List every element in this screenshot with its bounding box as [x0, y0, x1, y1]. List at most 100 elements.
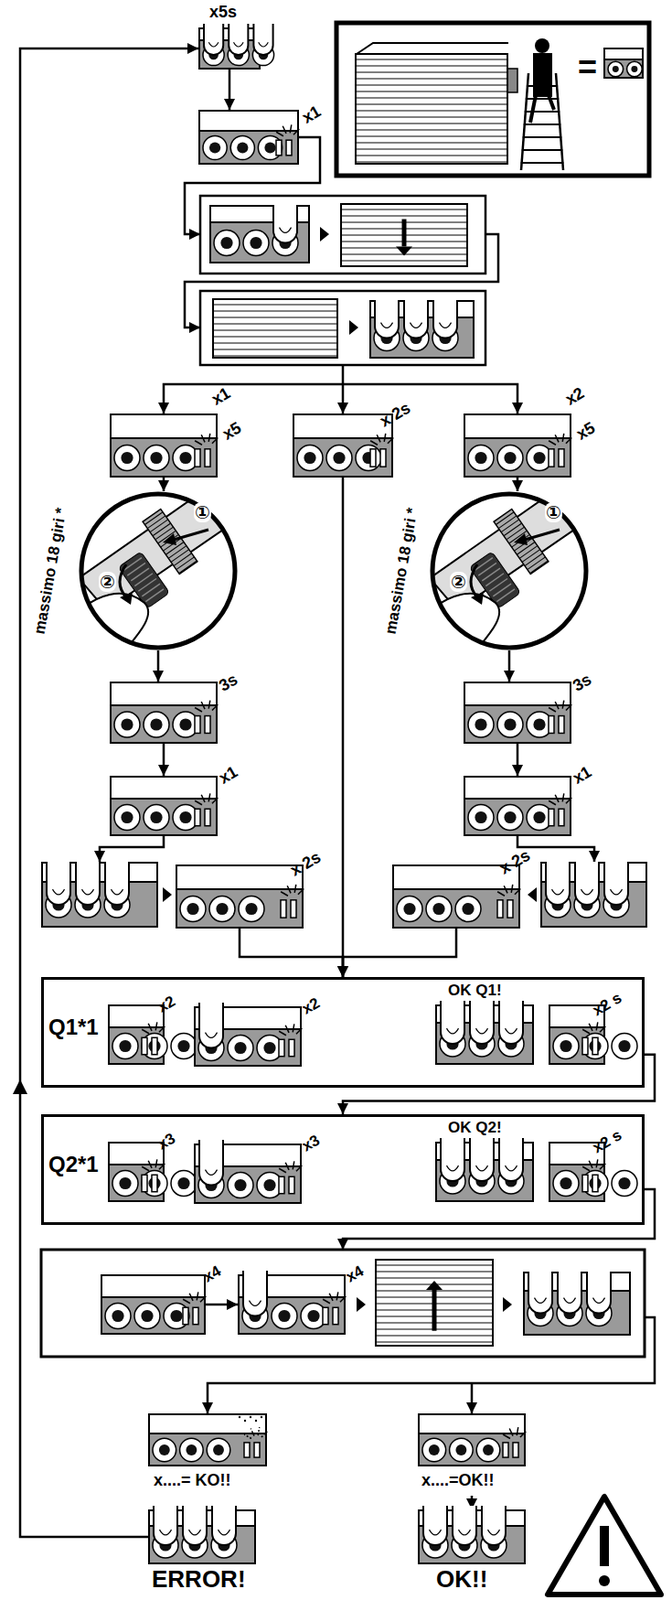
- garage-door: [355, 91, 508, 93]
- panel-drawing: [134, 1302, 160, 1329]
- panel-drawing: [599, 1162, 606, 1169]
- door-closing: [402, 219, 407, 247]
- panel-drawing: [533, 451, 545, 464]
- panel-drawing: [288, 1038, 295, 1056]
- panel-drawing: [476, 1164, 489, 1171]
- panel-drawing: [530, 560, 549, 574]
- panel-drawing: [476, 1027, 489, 1034]
- panel-drawing: [215, 902, 228, 915]
- panel-drawing: [562, 433, 565, 442]
- door-closed: [213, 323, 338, 325]
- panel-drawing: [173, 553, 192, 566]
- panel-drawing: [280, 899, 287, 918]
- panel-drawing: [182, 1504, 207, 1545]
- panel-drawing: [488, 1528, 501, 1535]
- keypad-press: [586, 1267, 611, 1313]
- panel-drawing: [152, 1437, 177, 1462]
- panel-drawing: [212, 704, 218, 710]
- panel-drawing: [200, 1295, 206, 1302]
- control-panel: x3: [193, 1142, 302, 1204]
- panel-drawing: [142, 508, 198, 574]
- panel-drawing: [516, 1426, 519, 1435]
- door-closed: [213, 298, 338, 358]
- panel-drawing: [322, 1298, 331, 1303]
- control-panel: 3s: [109, 681, 218, 744]
- panel-drawing: [194, 715, 201, 734]
- panel-drawing: [497, 891, 505, 896]
- panel-drawing: [42, 978, 644, 1087]
- panel-drawing: [170, 1033, 197, 1059]
- control-panel: 3s: [463, 681, 572, 744]
- panel-drawing: [611, 1033, 638, 1059]
- panel-drawing: [141, 1173, 148, 1191]
- keypad-press: [381, 322, 394, 329]
- panel-drawing: [276, 139, 282, 156]
- keypad-press: [534, 1297, 547, 1303]
- panel-drawing: [474, 451, 487, 464]
- panel-drawing: [212, 797, 218, 803]
- panel-drawing: [186, 902, 199, 915]
- panel-drawing: [455, 896, 481, 922]
- panel-drawing: [429, 481, 604, 610]
- panel-drawing: [149, 810, 162, 823]
- panel-drawing: [464, 682, 571, 743]
- keypad-press: [243, 230, 269, 256]
- led-count-label: ②: [449, 571, 468, 592]
- panel-drawing: [117, 551, 170, 608]
- ladder: [555, 73, 564, 171]
- keypad-press: [374, 296, 399, 339]
- panel-drawing: [423, 1504, 448, 1545]
- flow-connector: [341, 477, 345, 977]
- panel-drawing: [201, 701, 205, 709]
- panel-drawing: [143, 711, 170, 737]
- flow-connector: [239, 928, 343, 977]
- panel-drawing: [257, 135, 282, 160]
- panel-drawing: [505, 1027, 518, 1034]
- panel-drawing: [237, 1273, 346, 1334]
- door-opening: [375, 1270, 493, 1272]
- door-opening: [432, 1289, 438, 1331]
- panel-drawing: [497, 899, 503, 918]
- panel-drawing: [322, 1306, 329, 1323]
- panel-drawing: [420, 481, 604, 667]
- led-count-label: 3s: [569, 670, 595, 695]
- panel-drawing: [176, 864, 303, 928]
- panel-drawing: [548, 440, 556, 446]
- panel-drawing: [307, 1309, 320, 1322]
- panel-drawing: [257, 1426, 260, 1435]
- overview-frame: [336, 22, 650, 176]
- keypad-press: [220, 236, 233, 249]
- panel-drawing: [148, 1508, 256, 1564]
- control-panel: [604, 48, 662, 78]
- led-count-label: x....=OK!!: [421, 1471, 495, 1490]
- panel-drawing: [303, 451, 316, 464]
- panel-drawing: [147, 515, 166, 529]
- panel-drawing: [228, 23, 248, 55]
- panel-drawing: [592, 1173, 598, 1191]
- panel-drawing: [143, 804, 170, 831]
- door-opening: [375, 1258, 493, 1345]
- panel-drawing: [141, 1033, 168, 1059]
- panel-drawing: [463, 413, 572, 478]
- panel-drawing: [470, 591, 484, 605]
- panel-drawing: [452, 1504, 477, 1545]
- panel-drawing: [182, 1306, 189, 1323]
- panel-drawing: [393, 888, 520, 928]
- panel-drawing: [447, 1027, 459, 1034]
- panel-drawing: [194, 800, 203, 805]
- panel-drawing: [565, 437, 572, 443]
- panel-drawing: [493, 508, 549, 574]
- panel-drawing: [502, 1433, 511, 1439]
- panel-drawing: [208, 792, 211, 801]
- panel-drawing: [548, 808, 555, 825]
- panel-drawing: [179, 560, 198, 574]
- keypad-press: [42, 857, 158, 927]
- keypad-press: [111, 888, 124, 895]
- panel-drawing: [192, 1306, 199, 1323]
- panel-drawing: [588, 1160, 593, 1168]
- flow-connector: [162, 743, 166, 776]
- led-count-label: x1: [215, 762, 241, 788]
- panel-drawing: [148, 1023, 152, 1031]
- panel-drawing: [78, 481, 253, 610]
- panel-drawing: [501, 519, 520, 533]
